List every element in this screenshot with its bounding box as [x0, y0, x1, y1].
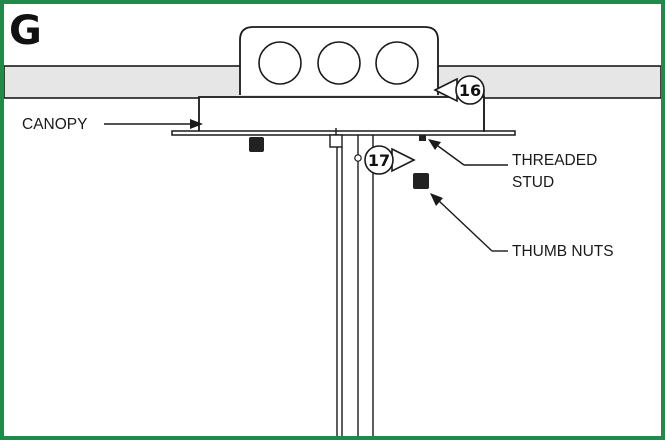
threaded-stud-label-line2: STUD: [512, 174, 554, 191]
canopy-left-nut: [249, 137, 264, 152]
step-17-arrowhead: [391, 147, 416, 173]
canopy-label: CANOPY: [22, 116, 87, 133]
knockout-hole-2: [317, 41, 361, 85]
threaded-stud-arrowhead: [428, 139, 441, 150]
threaded-stud-label-line1: THREADED: [512, 152, 597, 169]
thumb-nuts-label: THUMB NUTS: [512, 243, 614, 260]
step-17-badge: [364, 145, 394, 175]
canopy-body: [198, 96, 485, 133]
canopy-arrowhead: [190, 119, 203, 129]
thumb-nuts-leader: [437, 199, 493, 252]
threaded-stud-leader: [437, 145, 465, 166]
panel-letter: G: [9, 8, 42, 54]
canopy-flange: [171, 130, 516, 136]
thumb-nut: [413, 173, 429, 189]
cord-fitting: [329, 134, 343, 148]
threaded-stud: [419, 135, 426, 141]
thumb-nuts-arrowhead: [430, 193, 443, 206]
knockout-hole-1: [258, 41, 302, 85]
step-17-number: 17: [368, 151, 390, 170]
knockout-hole-3: [375, 41, 419, 85]
cord-clip: [354, 154, 362, 162]
step-16-number: 16: [459, 81, 481, 100]
